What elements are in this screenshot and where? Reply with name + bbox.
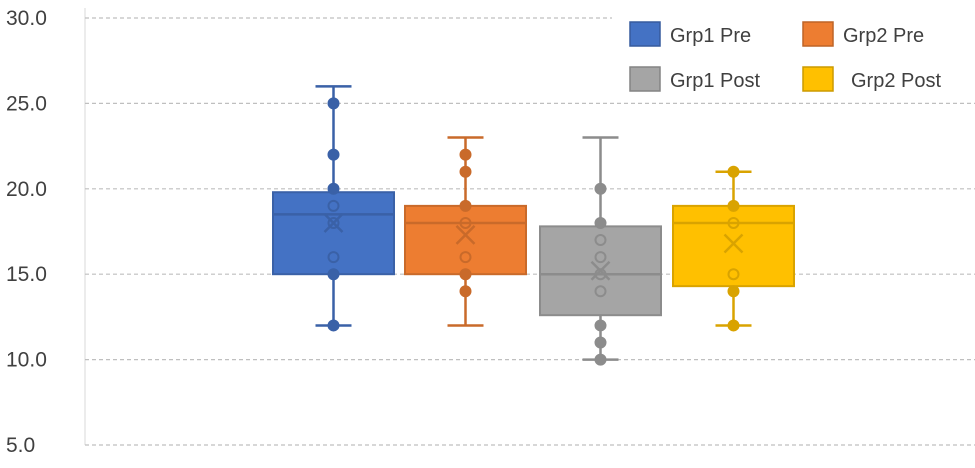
y-tick-label: 20.0 — [6, 178, 47, 201]
data-point — [327, 97, 340, 110]
legend-swatch — [802, 21, 834, 47]
legend-swatch — [629, 21, 661, 47]
data-point — [327, 319, 340, 332]
data-point — [327, 251, 340, 264]
data-point — [327, 182, 340, 195]
data-point — [727, 319, 740, 332]
data-point — [327, 148, 340, 161]
y-tick-label: 25.0 — [6, 92, 47, 115]
y-tick-label: 30.0 — [6, 7, 47, 30]
legend-swatch — [629, 66, 661, 92]
data-point — [594, 285, 607, 298]
mean-marker — [323, 213, 344, 233]
legend-label: Grp1 Post — [670, 70, 760, 92]
mean-marker — [455, 225, 476, 245]
data-point — [459, 148, 472, 161]
legend-label: Grp1 Pre — [670, 25, 751, 47]
box-grp1-pre — [272, 85, 395, 332]
data-point — [459, 216, 472, 229]
data-point — [594, 182, 607, 195]
box-grp2-post — [672, 165, 795, 332]
data-point — [459, 251, 472, 264]
legend-label: Grp2 Post — [851, 70, 941, 92]
data-point — [594, 216, 607, 229]
box-grp1-post — [539, 136, 662, 366]
data-point — [727, 216, 740, 229]
legend-swatch — [802, 66, 834, 92]
data-point — [459, 285, 472, 298]
legend-label: Grp2 Pre — [843, 25, 924, 47]
mean-marker — [590, 260, 611, 281]
y-tick-label: 15.0 — [6, 263, 47, 286]
box-iqr — [404, 204, 527, 276]
box-iqr — [272, 191, 395, 276]
box-grp2-pre — [404, 136, 527, 327]
legend-background — [612, 10, 975, 102]
data-point — [594, 336, 607, 349]
data-point — [727, 285, 740, 298]
data-point — [459, 165, 472, 178]
data-point — [594, 251, 607, 264]
data-point — [459, 268, 472, 281]
data-point — [594, 319, 607, 332]
data-point — [459, 199, 472, 212]
data-point — [327, 268, 340, 281]
data-point — [727, 165, 740, 178]
data-point — [594, 353, 607, 366]
data-point — [327, 199, 340, 212]
data-point — [727, 199, 740, 212]
y-tick-label: 5.0 — [6, 434, 35, 457]
data-point — [327, 216, 340, 229]
y-tick-label: 10.0 — [6, 349, 47, 372]
data-point — [727, 268, 740, 281]
mean-marker — [723, 233, 744, 254]
data-point — [594, 234, 607, 247]
